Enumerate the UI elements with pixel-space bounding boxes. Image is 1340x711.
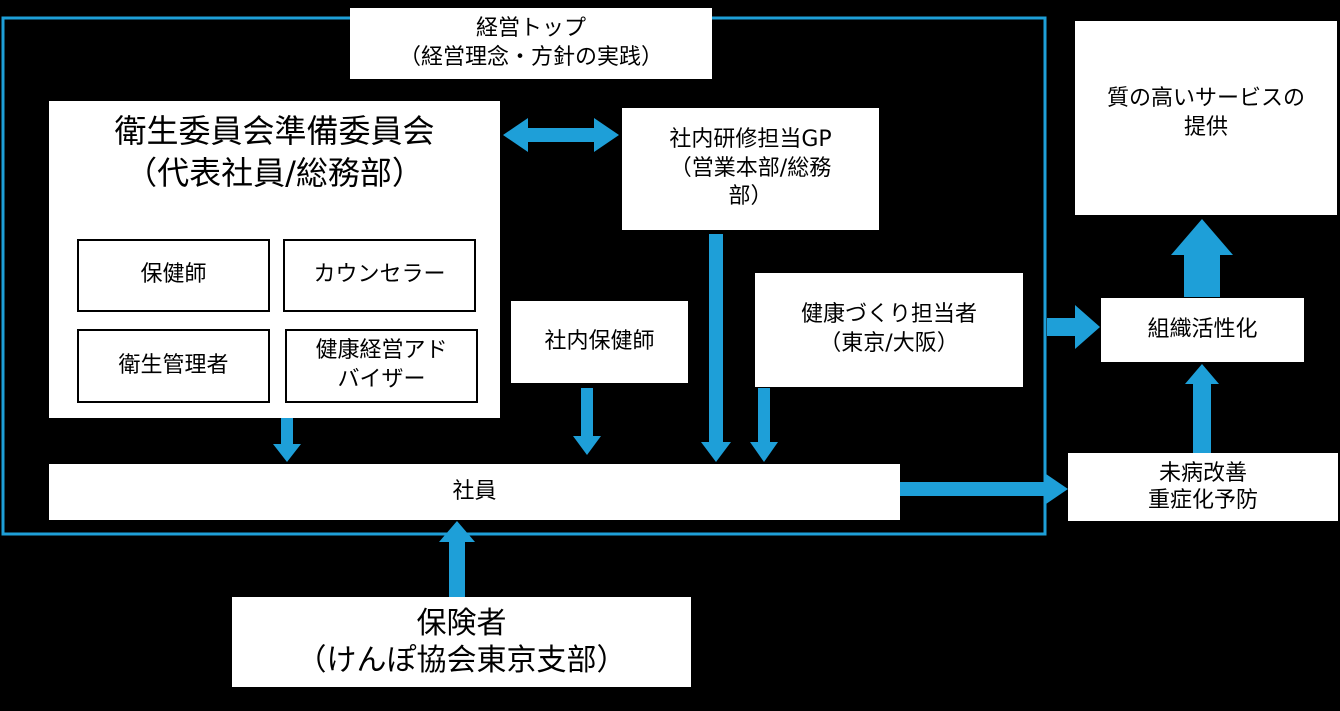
health-promoter-box: 健康づくり担当者 （東京/大阪） (755, 273, 1023, 387)
training-group-title: 社内研修担当GP (669, 127, 832, 153)
committee-training-double-arrow (503, 118, 619, 152)
training-group-box: 社内研修担当GP （営業本部/総務 部） (622, 108, 879, 230)
organization-activation-box: 組織活性化 (1101, 298, 1304, 362)
prevention-to-activation-arrow (1185, 364, 1219, 453)
internal-nurse-box: 社内保健師 (511, 301, 688, 383)
employees-label: 社員 (452, 478, 497, 504)
top-management-title: 経営トップ (475, 15, 586, 41)
nurse-to-employees-arrow (573, 388, 601, 455)
committee-subtitle: （代表社員/総務部） (125, 153, 424, 192)
internal-nurse-label: 社内保健師 (544, 328, 655, 354)
insurer-box: 保険者 （けんぽ協会東京支部） (232, 597, 691, 687)
prevention-box: 未病改善 重症化予防 (1068, 453, 1338, 521)
activation-to-quality-arrow (1171, 219, 1233, 297)
committee-title: 衛生委員会準備委員会 (114, 112, 435, 150)
employees-to-prevention-arrow (900, 474, 1068, 504)
counselor-label: カウンセラー (313, 262, 446, 288)
insurer-title: 保険者 (416, 605, 507, 641)
top-management-subtitle: （経営理念・方針の実践） (398, 44, 663, 70)
public-health-nurse-label: 保健師 (140, 262, 207, 288)
prevention-line2: 重症化予防 (1147, 488, 1258, 513)
health-advisor-label-line1: 健康経営アド (315, 338, 448, 364)
health-promoter-subtitle: （東京/大阪） (819, 331, 959, 356)
training-to-employees-arrow (701, 234, 731, 462)
public-health-nurse-box: 保健師 (77, 239, 270, 312)
health-promoter-title: 健康づくり担当者 (800, 302, 977, 328)
insurer-subtitle: （けんぽ協会東京支部） (296, 643, 627, 678)
health-manager-box: 衛生管理者 (77, 329, 270, 403)
committee-to-employees-arrow (273, 414, 301, 462)
quality-service-box: 質の高いサービスの 提供 (1075, 21, 1337, 215)
organization-activation-label: 組織活性化 (1147, 316, 1258, 342)
health-advisor-box: 健康経営アド バイザー (285, 329, 478, 403)
training-group-subtitle-2: 部） (728, 184, 773, 210)
insurer-to-employees-arrow (439, 521, 475, 597)
quality-service-line2: 提供 (1183, 114, 1228, 140)
training-group-subtitle-1: （営業本部/総務 (669, 155, 832, 181)
quality-service-line1: 質の高いサービスの (1106, 86, 1305, 111)
counselor-box: カウンセラー (283, 239, 476, 312)
health-manager-label: 衛生管理者 (118, 352, 229, 378)
top-management-box: 経営トップ （経営理念・方針の実践） (350, 8, 712, 79)
employees-box: 社員 (49, 464, 900, 520)
prevention-line1: 未病改善 (1158, 460, 1247, 486)
frame-to-activation-arrow (1047, 305, 1100, 349)
promoter-to-employees-arrow (750, 388, 778, 462)
health-advisor-label-line2: バイザー (337, 367, 426, 392)
